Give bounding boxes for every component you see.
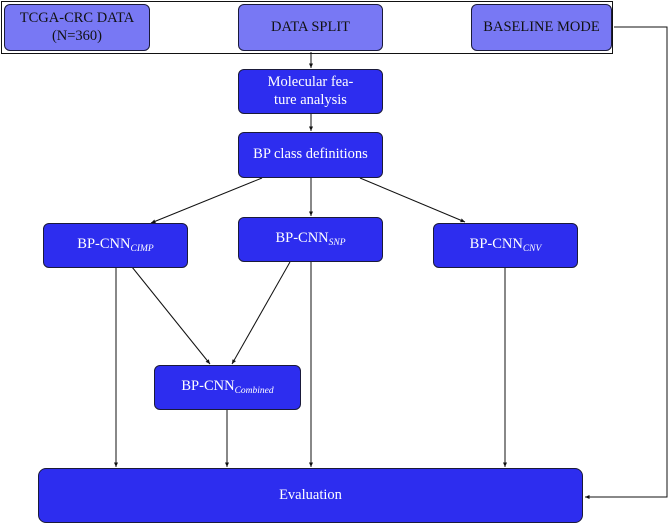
tcga-crc-data-node: TCGA-CRC DATA (N=360) (4, 4, 150, 51)
bp-class-definitions-node: BP class definitions (238, 132, 383, 178)
bp-cnn-snp-node: BP-CNNSNP (238, 217, 383, 262)
molecular-line2: ture analysis (274, 91, 347, 108)
edge-bpdefs-to-cnv (359, 177, 466, 223)
evaluation-node: Evaluation (38, 468, 583, 523)
baseline-mode-label: BASELINE MODE (483, 18, 600, 35)
bp-cnn-cnv-label: BP-CNNCNV (469, 235, 542, 254)
data-split-label: DATA SPLIT (271, 18, 350, 35)
tcga-line1: TCGA-CRC DATA (19, 10, 135, 27)
edge-snp-to-combined (231, 261, 291, 365)
edge-cimp-to-combined (131, 266, 211, 365)
bp-cnn-cimp-node: BP-CNNCIMP (43, 223, 188, 268)
bp-class-definitions-label: BP class definitions (253, 146, 368, 163)
bp-cnn-cimp-label: BP-CNNCIMP (77, 235, 154, 254)
bp-cnn-cnv-node: BP-CNNCNV (433, 223, 578, 268)
molecular-line1: Molecular fea- (267, 74, 354, 91)
data-split-node: DATA SPLIT (238, 4, 383, 51)
edge-baseline-to-evaluation (585, 26, 668, 499)
bp-cnn-combined-node: BP-CNNCombined (154, 365, 301, 410)
top-row-frame (1, 1, 613, 54)
bp-cnn-combined-label: BP-CNNCombined (181, 377, 274, 396)
evaluation-label: Evaluation (279, 486, 342, 503)
baseline-mode-node: BASELINE MODE (471, 4, 612, 51)
tcga-line2: (N=360) (51, 27, 103, 44)
molecular-feature-analysis-node: Molecular fea- ture analysis (238, 69, 383, 114)
bp-cnn-snp-label: BP-CNNSNP (275, 229, 346, 248)
edge-bpdefs-to-cimp (150, 177, 263, 224)
